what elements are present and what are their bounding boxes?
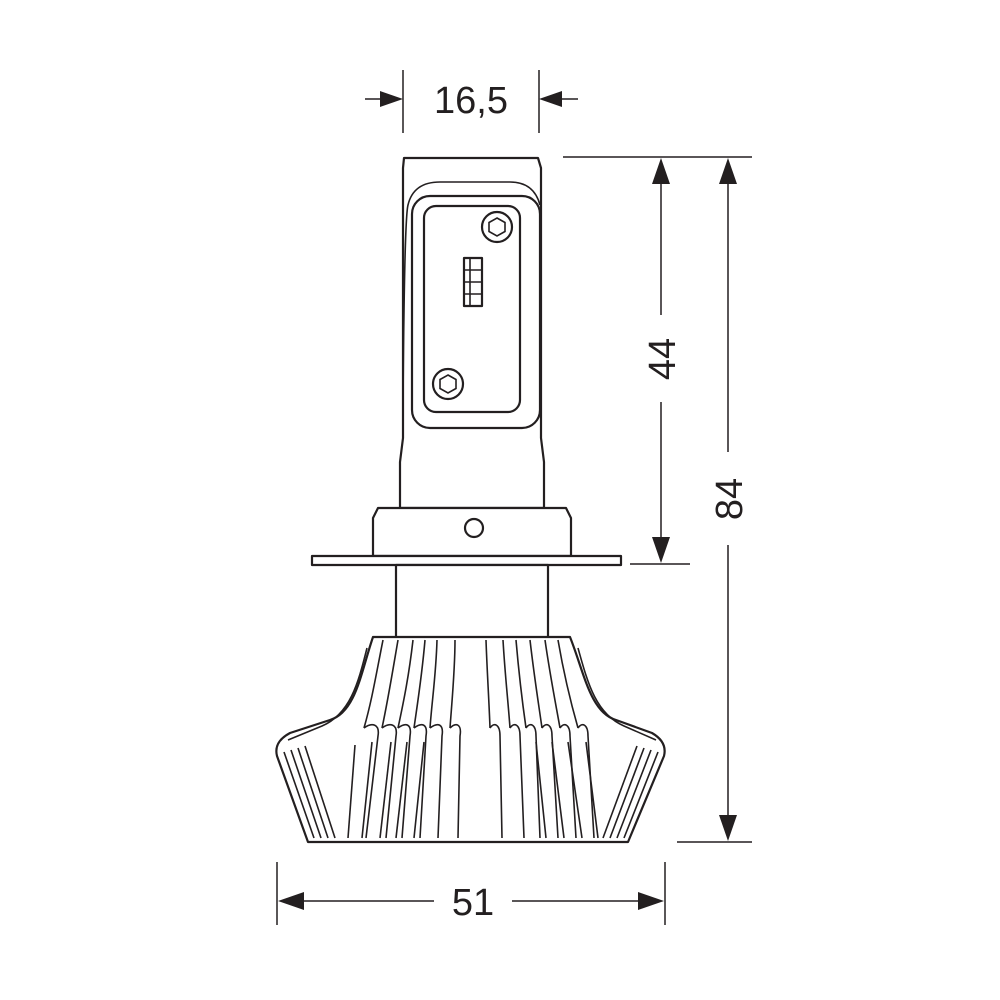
arrow-right-icon	[638, 892, 664, 910]
led-head-shoulder	[402, 181, 541, 439]
dimension-label-upper-height: 44	[642, 338, 684, 380]
arrow-down-icon	[652, 537, 670, 563]
heat-sink	[275, 635, 666, 844]
arrow-down-icon	[719, 815, 737, 841]
neck	[394, 563, 550, 641]
collar-hole	[463, 517, 485, 539]
dimension-label-total-height: 84	[709, 478, 751, 520]
dimension-neck-width: 16,5	[365, 70, 578, 133]
led-chip-strip	[462, 256, 484, 308]
arrow-right-icon	[380, 91, 403, 107]
arrow-up-icon	[652, 158, 670, 184]
dimension-upper-height: 44	[563, 156, 752, 565]
dimension-label-base-width: 51	[452, 882, 494, 924]
bulb	[275, 156, 666, 844]
arrow-left-icon	[539, 91, 562, 107]
arrow-left-icon	[278, 892, 304, 910]
arrow-up-icon	[719, 158, 737, 184]
dimension-base-width: 51	[276, 862, 666, 925]
dimension-label-neck-width: 16,5	[434, 80, 508, 122]
bottom-screw-icon	[431, 367, 465, 401]
top-screw-icon	[480, 210, 514, 244]
led-plate-inner	[422, 204, 522, 414]
mounting-flange	[310, 554, 623, 567]
dimension-total-height: 84	[677, 158, 752, 843]
